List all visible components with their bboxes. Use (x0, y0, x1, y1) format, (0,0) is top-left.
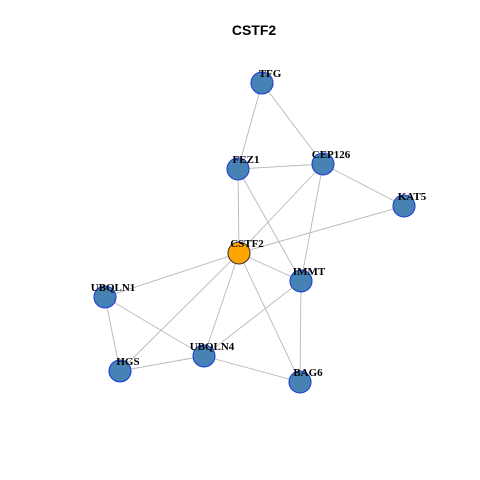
edge-kat5-cstf2 (238, 205, 405, 254)
edge-cstf2-hgs (119, 252, 240, 372)
edge-ubqln4-bag6 (203, 355, 301, 383)
node-circle-kat5 (392, 194, 416, 218)
node-circle-cstf2 (227, 241, 251, 265)
node-circle-tfg (250, 71, 274, 95)
edge-tfg-fez1 (237, 82, 263, 170)
node-label-bag6: BAG6 (293, 367, 323, 379)
edge-fez1-immt (237, 168, 302, 282)
node-circle-bag6 (288, 370, 312, 394)
node-circle-ubqln1 (93, 285, 117, 309)
node-immt: IMMT (289, 266, 326, 293)
edge-cep126-cstf2 (238, 163, 324, 254)
edge-ubqln4-hgs (119, 355, 205, 372)
diagram-title: CSTF2 (232, 22, 277, 38)
edge-cstf2-bag6 (238, 252, 301, 383)
node-label-kat5: KAT5 (398, 191, 427, 203)
node-circle-ubqln4 (192, 344, 216, 368)
edge-fez1-cstf2 (237, 168, 240, 254)
node-label-ubqln1: UBQLN1 (91, 282, 136, 294)
node-tfg: TFG (250, 68, 282, 95)
node-label-cstf2: CSTF2 (230, 238, 264, 250)
edge-tfg-cep126 (261, 82, 324, 165)
edge-ubqln1-hgs (104, 296, 121, 372)
node-circle-fez1 (226, 157, 250, 181)
edge-ubqln1-ubqln4 (104, 296, 205, 357)
edge-immt-ubqln4 (203, 280, 302, 357)
node-ubqln1: UBQLN1 (91, 282, 136, 309)
node-cstf2: CSTF2 (227, 238, 264, 265)
node-label-cep126: CEP126 (312, 149, 351, 161)
edge-immt-bag6 (299, 280, 302, 383)
node-label-hgs: HGS (116, 356, 139, 368)
node-kat5: KAT5 (392, 191, 427, 218)
node-fez1: FEZ1 (226, 154, 260, 181)
node-label-tfg: TFG (259, 68, 282, 80)
node-circle-cep126 (311, 152, 335, 176)
node-label-ubqln4: UBQLN4 (190, 341, 235, 353)
node-circle-immt (289, 269, 313, 293)
node-ubqln4: UBQLN4 (190, 341, 235, 368)
node-cep126: CEP126 (311, 149, 351, 176)
edge-layer (104, 82, 405, 383)
node-circle-hgs (108, 359, 132, 383)
node-label-fez1: FEZ1 (233, 154, 260, 166)
edge-cstf2-ubqln1 (104, 252, 240, 298)
node-hgs: HGS (108, 356, 140, 383)
edge-fez1-cep126 (237, 163, 324, 170)
node-bag6: BAG6 (288, 367, 323, 394)
edge-cstf2-ubqln4 (203, 252, 240, 357)
edge-cep126-immt (300, 163, 324, 282)
node-label-immt: IMMT (293, 266, 326, 278)
edge-cep126-kat5 (322, 163, 405, 207)
